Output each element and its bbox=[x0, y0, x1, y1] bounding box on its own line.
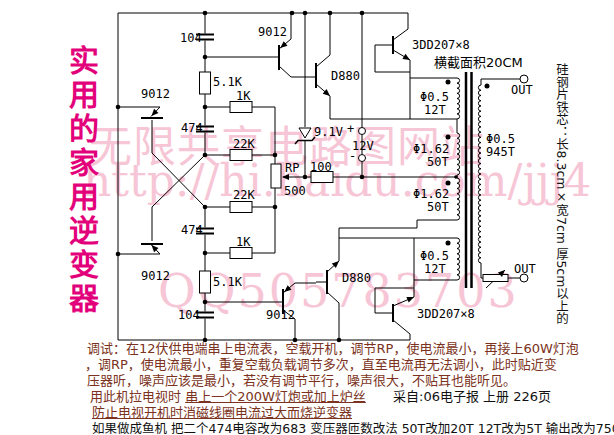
label-q-bottom-center: 9012 bbox=[266, 309, 295, 322]
label-pot-name: RP bbox=[285, 162, 299, 175]
label-q-top-center: 9012 bbox=[258, 26, 287, 39]
label-w2-turns: 50T bbox=[427, 156, 449, 169]
label-r-fb-bottom: 1K bbox=[236, 236, 250, 249]
label-battery-plus: + bbox=[347, 123, 354, 136]
label-pot-value: 500 bbox=[284, 185, 306, 198]
label-r-bias-bottom: 5.1K bbox=[213, 276, 242, 289]
label-w4-turns: 12T bbox=[424, 263, 446, 276]
page-title: 实用的家用逆变器 bbox=[59, 45, 103, 317]
note-line6: 如果做成鱼机 把二个474电容改为683 变压器匝数改法 50T改加20T 12… bbox=[92, 421, 614, 435]
label-zener: 9.1V bbox=[314, 126, 343, 139]
label-power-top: 3DD207×8 bbox=[412, 39, 470, 52]
label-out-top: OUT bbox=[511, 84, 533, 97]
label-cap-bottom: 104 bbox=[178, 309, 200, 322]
note-line2: ，调RP，使电流最小，重复空载负载调节多次，直至电流再无法调小，此时贴近变 bbox=[85, 357, 557, 373]
label-battery-minus: - bbox=[349, 150, 356, 163]
label-r-bias-top: 5.1K bbox=[213, 76, 242, 89]
label-cap-timing-bottom: 474 bbox=[181, 224, 203, 237]
label-q-top-left: 9012 bbox=[141, 88, 170, 101]
note-line3: 压器听，噪声应该是最小，若没有调节平行，噪声很大，不贴耳也能听见。 bbox=[87, 373, 516, 389]
label-w1-turns: 12T bbox=[424, 104, 446, 117]
label-q-bottom-left: 9012 bbox=[141, 270, 170, 283]
note-source: 采自:06电子报 上册 226页 bbox=[393, 389, 551, 405]
label-r-fb-top: 1K bbox=[236, 90, 250, 103]
label-out-bottom: OUT bbox=[514, 263, 536, 276]
label-cap-timing-top: 474 bbox=[181, 122, 203, 135]
label-r-timing-top: 22K bbox=[233, 138, 255, 151]
label-driver-top: D880 bbox=[331, 70, 360, 83]
label-core-area: 横截面积20CM bbox=[434, 56, 523, 69]
label-cap-top: 104 bbox=[180, 32, 202, 45]
note-line4: 用此机拉电视时 串上一个200W灯炮或加上炉丝 bbox=[90, 389, 366, 405]
label-driver-bottom: D880 bbox=[342, 272, 371, 285]
label-r-timing-bottom: 22K bbox=[233, 189, 255, 202]
core-spec-note: 硅钢片铁芯：长8.3cm×宽7cm 厚5cm以上的 bbox=[552, 63, 571, 325]
label-power-bottom: 3DD207×8 bbox=[417, 308, 475, 321]
note-line5: 防止电视开机时消磁线圈电流过大而烧逆变器 bbox=[92, 405, 352, 421]
label-w3-turns: 50T bbox=[427, 201, 449, 214]
note-line1: 调试：在12伏供电端串上电流表，空载开机，调节RP，使电流最小，再接上60W灯泡 bbox=[87, 341, 579, 357]
label-sec-turns: 945T bbox=[486, 146, 515, 159]
label-r-series: 100 bbox=[310, 161, 332, 174]
